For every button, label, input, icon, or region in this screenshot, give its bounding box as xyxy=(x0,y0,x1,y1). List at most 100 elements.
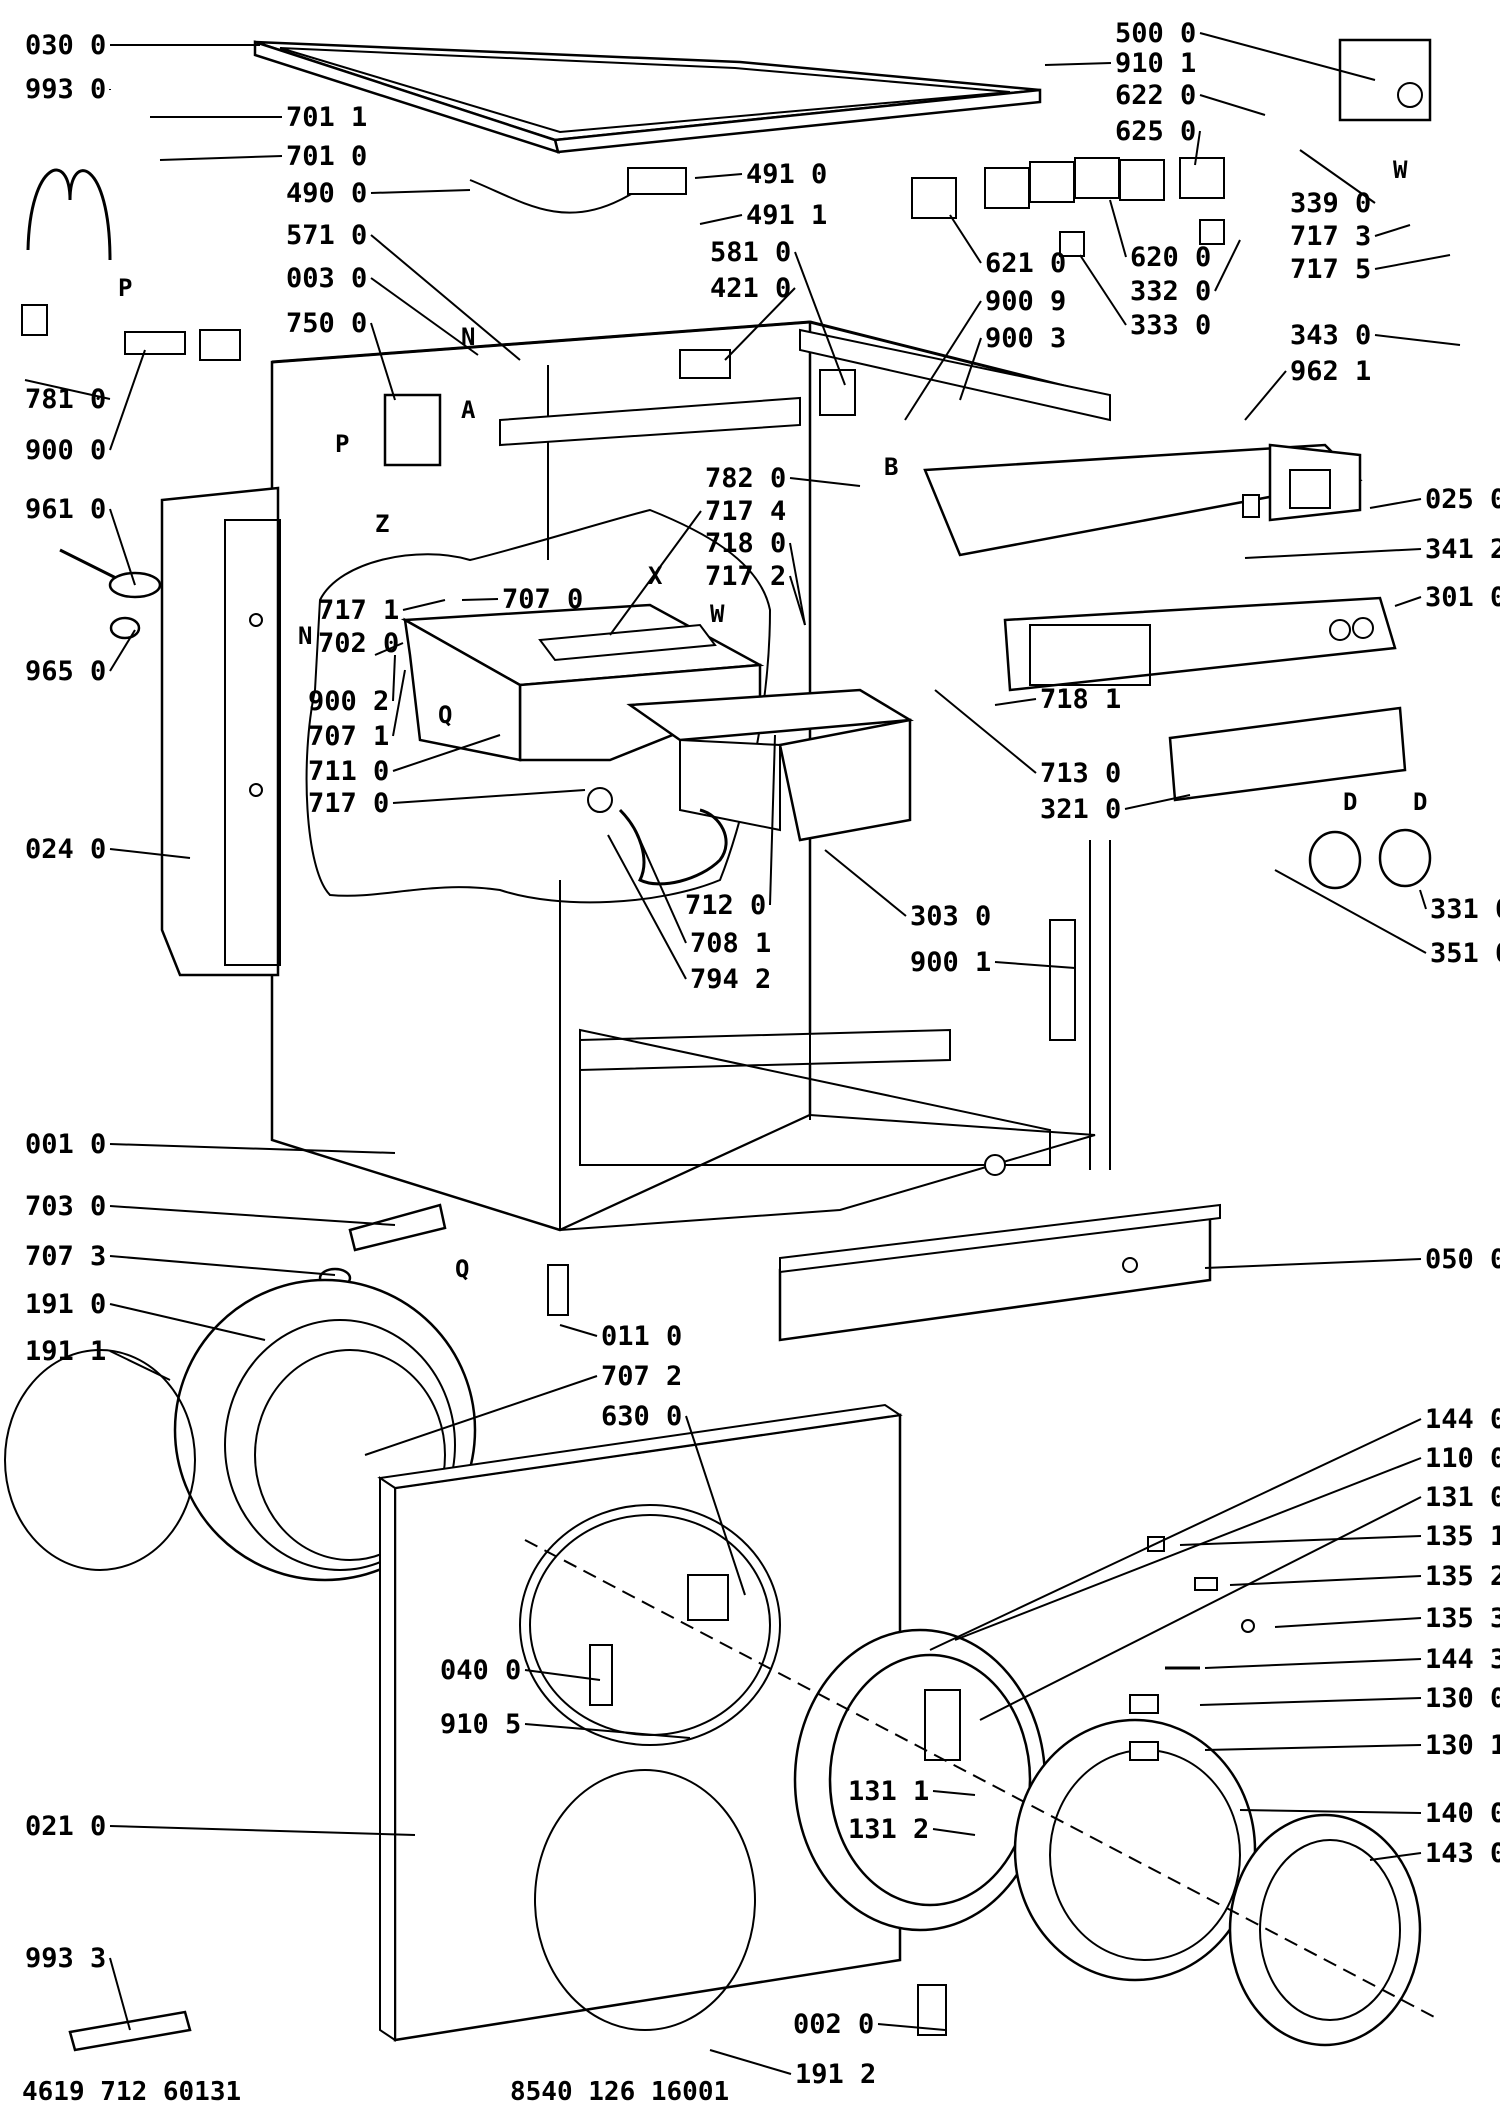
callout-993-3: 993 3 xyxy=(25,1943,106,1974)
leader-line xyxy=(370,234,521,361)
callout-707-2: 707 2 xyxy=(601,1361,682,1392)
leader-line xyxy=(109,1303,266,1341)
callout-781-0: 781 0 xyxy=(25,384,106,415)
leader-line xyxy=(609,510,702,636)
part-tube-703 xyxy=(348,1203,447,1252)
leader-line xyxy=(1079,254,1127,326)
leader-line xyxy=(639,839,687,944)
part-top-cover xyxy=(253,40,1042,154)
leader-line xyxy=(694,173,743,179)
callout-717-0: 717 0 xyxy=(308,788,389,819)
footer-right-code: 8540 126 16001 xyxy=(510,2077,729,2107)
callout-191-0: 191 0 xyxy=(25,1289,106,1320)
parts-artwork xyxy=(4,38,1441,2052)
part-rear-panel xyxy=(160,486,281,977)
callout-717-4: 717 4 xyxy=(705,496,786,527)
letter-marker-Q: Q xyxy=(455,1255,469,1283)
leader-line xyxy=(1369,1852,1422,1861)
leader-line xyxy=(109,1825,416,1836)
leader-line xyxy=(524,1723,691,1739)
callout-002-0: 002 0 xyxy=(793,2009,874,2040)
leader-line xyxy=(1274,869,1427,954)
callout-421-0: 421 0 xyxy=(710,273,791,304)
callout-490-0: 490 0 xyxy=(286,178,367,209)
leader-line xyxy=(559,1324,598,1337)
leader-line xyxy=(402,599,446,611)
letter-marker-D: D xyxy=(1413,788,1427,816)
leader-line xyxy=(109,349,146,451)
leader-line xyxy=(824,849,907,917)
leader-line xyxy=(1374,254,1451,270)
leader-line xyxy=(1124,794,1191,810)
callout-025-0: 025 0 xyxy=(1425,484,1500,515)
leader-line xyxy=(1179,1535,1422,1546)
leader-line xyxy=(994,698,1037,706)
leader-line xyxy=(364,1375,598,1456)
letter-marker-D: D xyxy=(1343,788,1357,816)
leader-line xyxy=(1369,498,1422,509)
leader-line xyxy=(109,1205,396,1226)
leader-line xyxy=(789,477,861,487)
part-heater-961 xyxy=(59,548,162,599)
letter-marker-Z: Z xyxy=(375,510,389,538)
callout-622-0: 622 0 xyxy=(1115,80,1196,111)
callout-131-2: 131 2 xyxy=(848,1814,929,1845)
part-cabinet xyxy=(270,320,1111,1232)
letter-marker-Q: Q xyxy=(438,701,452,729)
callout-718-1: 718 1 xyxy=(1040,684,1121,715)
callout-021-0: 021 0 xyxy=(25,1811,106,1842)
callout-343-0: 343 0 xyxy=(1290,320,1371,351)
callout-144-3: 144 3 xyxy=(1425,1644,1500,1675)
callout-030-0: 030 0 xyxy=(25,30,106,61)
callout-301-0: 301 0 xyxy=(1425,582,1500,613)
leader-line xyxy=(109,1143,396,1154)
leader-line xyxy=(1204,1658,1422,1669)
leader-line xyxy=(877,2023,946,2031)
callout-794-2: 794 2 xyxy=(690,964,771,995)
leader-line xyxy=(1244,370,1287,421)
callout-581-0: 581 0 xyxy=(710,237,791,268)
callout-713-0: 713 0 xyxy=(1040,758,1121,789)
part-valve-781 xyxy=(21,304,48,336)
leader-line xyxy=(904,300,982,421)
callout-701-1: 701 1 xyxy=(286,102,367,133)
callout-900-9: 900 9 xyxy=(985,286,1066,317)
callout-962-1: 962 1 xyxy=(1290,356,1371,387)
callout-910-5: 910 5 xyxy=(440,1709,521,1740)
part-door-frame xyxy=(793,1628,1047,1932)
callout-332-0: 332 0 xyxy=(1130,276,1211,307)
leader-line xyxy=(109,1957,131,2031)
part-seal-965 xyxy=(109,616,141,640)
callout-900-3: 900 3 xyxy=(985,323,1066,354)
callout-708-1: 708 1 xyxy=(690,928,771,959)
callout-965-0: 965 0 xyxy=(25,656,106,687)
callout-341-2: 341 2 xyxy=(1425,534,1500,565)
part-door-lock-900-1 xyxy=(1049,919,1076,1041)
callout-620-0: 620 0 xyxy=(1130,242,1211,273)
callout-011-0: 011 0 xyxy=(601,1321,682,1352)
callout-321-0: 321 0 xyxy=(1040,794,1121,825)
callout-571-0: 571 0 xyxy=(286,220,367,251)
leader-line xyxy=(1199,32,1376,81)
leader-line xyxy=(392,669,406,737)
leader-line xyxy=(959,337,982,401)
callout-621-0: 621 0 xyxy=(985,248,1066,279)
axis-line xyxy=(524,1539,1441,2021)
part-hose-993 xyxy=(26,168,112,261)
leader-line xyxy=(794,251,846,386)
leader-line xyxy=(1199,94,1266,116)
callout-717-1: 717 1 xyxy=(318,595,399,626)
letter-marker-X: X xyxy=(648,562,663,590)
leader-line xyxy=(392,734,501,772)
part-cover-002 xyxy=(917,1984,947,2036)
letter-marker-P: P xyxy=(118,274,132,302)
part-control-panel-025 xyxy=(923,443,1363,557)
callout-500-0: 500 0 xyxy=(1115,18,1196,49)
callout-900-1: 900 1 xyxy=(910,947,991,978)
part-ring-191-1 xyxy=(4,1349,196,1571)
part-dispenser-drawer xyxy=(626,688,914,842)
leader-line xyxy=(1194,130,1201,166)
leader-line xyxy=(789,575,806,626)
callout-993-0: 993 0 xyxy=(25,74,106,105)
